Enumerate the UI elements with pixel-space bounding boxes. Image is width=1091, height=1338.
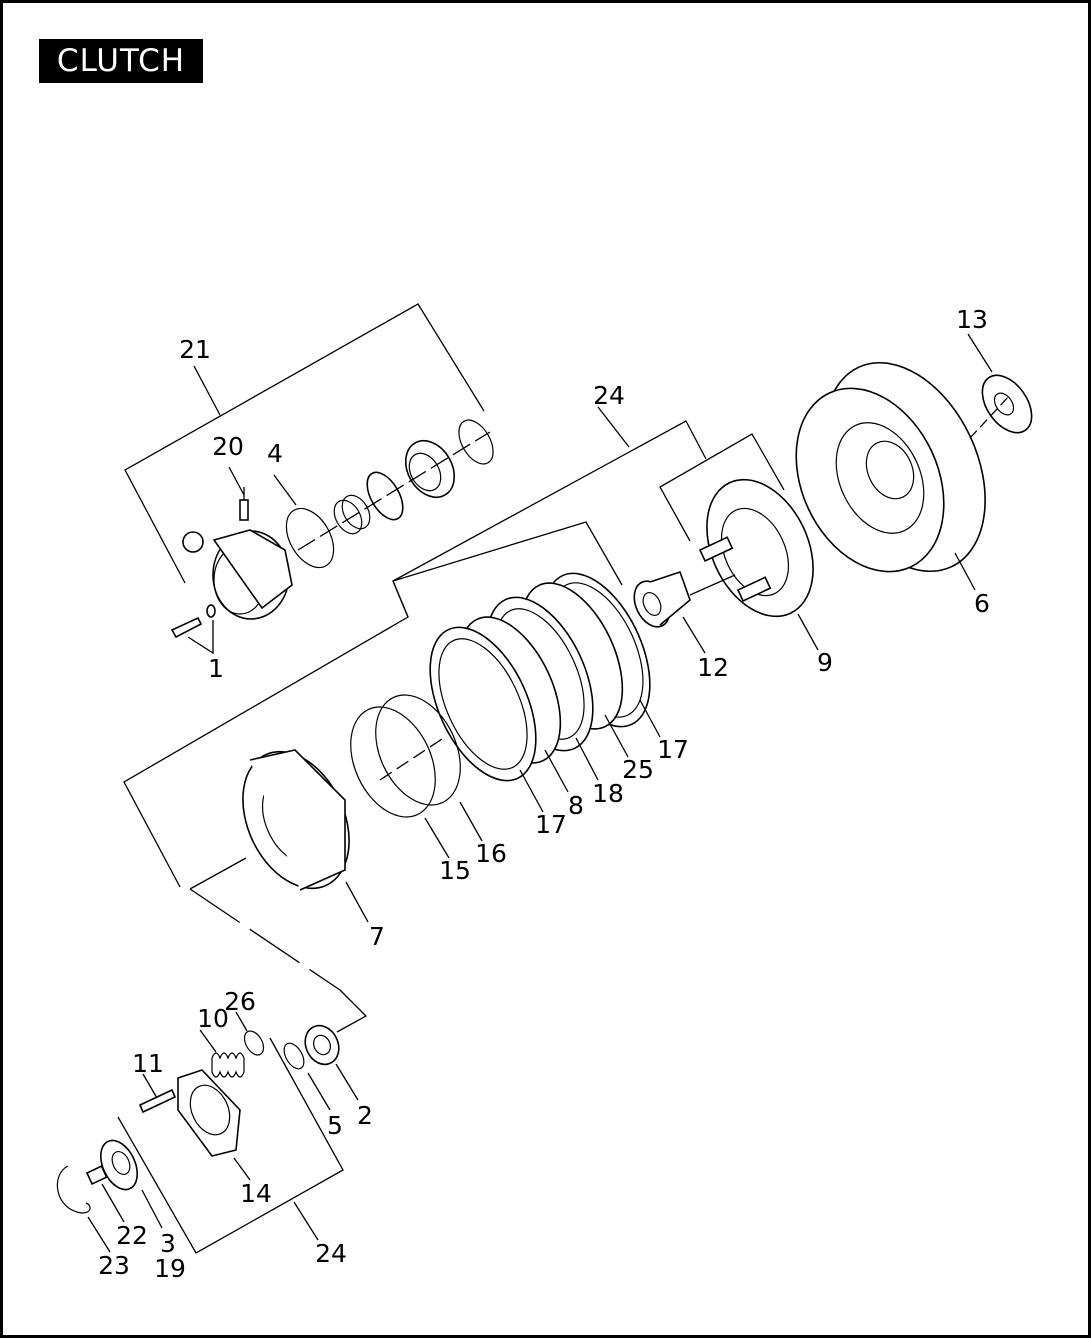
callout-24-upper: 24 (593, 381, 625, 410)
bracket-21 (124, 303, 485, 584)
nut-2 (304, 1024, 359, 1101)
callout-12: 12 (697, 653, 729, 682)
callout-11: 11 (132, 1049, 164, 1078)
bracket-24-lower (117, 1037, 344, 1254)
release-plate-14 (177, 1069, 251, 1181)
callout-7: 7 (369, 922, 385, 951)
callout-15: 15 (439, 856, 471, 885)
retaining-ring-5 (283, 1042, 331, 1111)
ring-16 (375, 694, 483, 842)
washer-13 (967, 333, 1033, 439)
callout-20: 20 (212, 432, 244, 461)
callout-6: 6 (974, 589, 990, 618)
clutch-shell-6 (795, 361, 986, 591)
callout-21: 21 (179, 335, 211, 364)
clutch-hub-9 (698, 478, 819, 651)
diagram-title: CLUTCH (39, 39, 203, 83)
callout-24-lower: 24 (315, 1239, 347, 1268)
callout-25: 25 (622, 755, 654, 784)
callout-26: 26 (224, 987, 256, 1016)
dashed-leader (189, 857, 368, 1033)
friction-plate-17b (429, 626, 544, 813)
slave-cylinder-part (182, 466, 293, 620)
callout-4: 4 (267, 439, 283, 468)
retaining-ring-23 (56, 1165, 111, 1253)
cover-3 (100, 1139, 163, 1229)
callout-17-a: 17 (657, 735, 689, 764)
callout-10: 10 (197, 1004, 229, 1033)
callout-2: 2 (357, 1101, 373, 1130)
callout-13: 13 (956, 305, 988, 334)
callout-5: 5 (327, 1111, 343, 1140)
callout-23: 23 (98, 1251, 130, 1280)
spring-10 (199, 1029, 245, 1078)
callout-labels: 21 20 4 1 24 13 6 9 12 17 25 18 8 17 16 … (98, 305, 990, 1283)
spring-piston-parts (297, 419, 494, 551)
ring-15 (350, 706, 450, 859)
pressure-plate-7 (242, 749, 369, 923)
callout-22: 22 (116, 1221, 148, 1250)
callout-14: 14 (240, 1179, 272, 1208)
callout-1: 1 (208, 654, 224, 683)
callout-19: 19 (154, 1254, 186, 1283)
bearing-12 (633, 570, 736, 654)
callout-18: 18 (592, 779, 624, 808)
callout-9: 9 (817, 648, 833, 677)
callout-3: 3 (160, 1229, 176, 1258)
bolt-1 (170, 604, 216, 655)
o-ring-4 (273, 474, 335, 569)
washer-26 (235, 1011, 265, 1056)
bolt-11 (138, 1073, 177, 1114)
callout-16: 16 (475, 839, 507, 868)
bracket-24-upper (123, 406, 785, 888)
callout-8: 8 (568, 791, 584, 820)
callout-17-b: 17 (535, 810, 567, 839)
